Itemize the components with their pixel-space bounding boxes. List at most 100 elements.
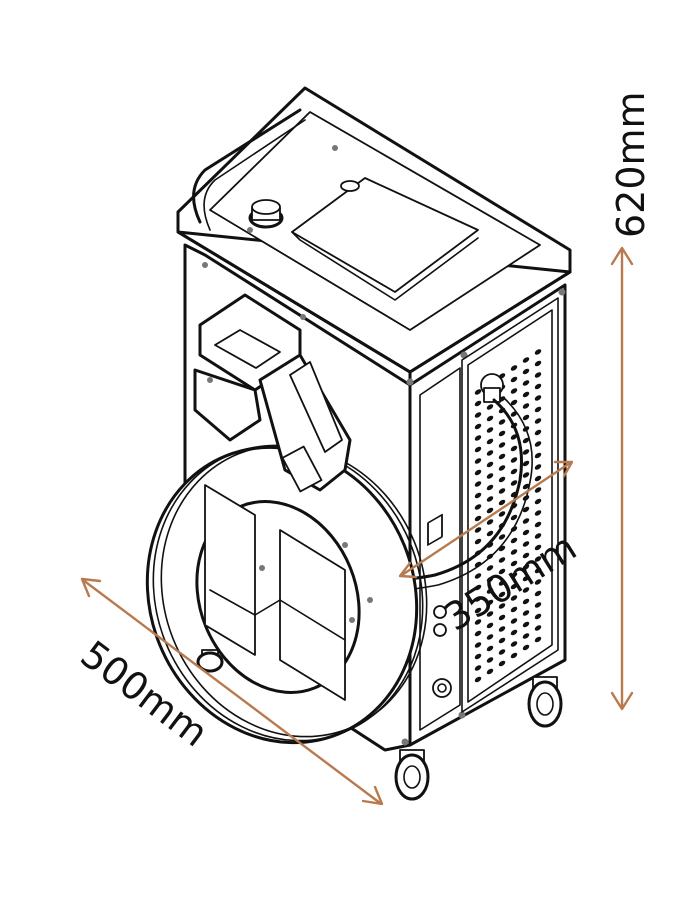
- vent-hole: [522, 598, 530, 605]
- vent-hole: [498, 476, 506, 483]
- vent-hole: [498, 534, 506, 540]
- vent-hole: [522, 552, 530, 559]
- vent-hole: [498, 603, 506, 609]
- vent-hole: [510, 411, 518, 417]
- vent-hole: [486, 427, 494, 433]
- vent-hole: [534, 533, 542, 539]
- vent-hole: [510, 618, 518, 624]
- vent-hole: [474, 538, 482, 545]
- vent-hole: [474, 665, 482, 671]
- vent-hole: [534, 441, 542, 447]
- vent-hole: [534, 602, 542, 608]
- vent-hole: [486, 668, 494, 675]
- vent-hole: [474, 653, 482, 660]
- vent-hole: [474, 504, 482, 510]
- vent-hole: [534, 625, 542, 631]
- vent-hole: [486, 611, 494, 617]
- vent-hole: [486, 507, 494, 514]
- vent-hole: [498, 637, 506, 644]
- vent-hole: [510, 514, 518, 521]
- vent-hole: [498, 511, 506, 517]
- vent-hole: [498, 430, 506, 437]
- vent-hole: [522, 437, 530, 444]
- vent-hole: [534, 636, 542, 643]
- vent-hole: [486, 496, 494, 502]
- vent-hole: [522, 518, 530, 524]
- height-label: 620mm: [609, 91, 653, 238]
- vent-hole: [474, 515, 482, 522]
- vent-hole: [474, 584, 482, 591]
- vent-hole: [474, 642, 482, 648]
- vent-hole: [486, 473, 494, 479]
- vent-hole: [534, 475, 542, 482]
- vent-hole: [498, 465, 506, 471]
- vent-hole: [510, 457, 518, 463]
- vent-hole: [486, 599, 494, 606]
- vent-hole: [474, 630, 482, 637]
- vent-hole: [522, 610, 530, 616]
- vent-hole: [522, 587, 530, 593]
- vent-hole: [498, 591, 506, 598]
- length-dimension-arrow: [80, 577, 384, 806]
- vent-hole: [510, 560, 518, 567]
- vent-hole: [534, 487, 542, 493]
- vent-hole: [534, 556, 542, 562]
- vent-hole: [486, 530, 494, 537]
- vent-hole: [498, 557, 506, 563]
- vent-hole: [510, 641, 518, 647]
- height-dimension-arrow: [610, 246, 634, 711]
- vent-hole: [522, 391, 530, 398]
- vent-hole: [534, 429, 542, 436]
- vent-hole: [486, 645, 494, 652]
- vent-hole: [498, 488, 506, 494]
- vent-hole: [510, 572, 518, 578]
- vent-hole: [486, 484, 494, 491]
- vent-hole: [534, 464, 542, 470]
- vent-hole: [498, 419, 506, 425]
- vent-hole: [522, 414, 530, 421]
- vent-hole: [522, 529, 530, 536]
- vent-hole: [510, 399, 518, 406]
- vent-hole: [534, 510, 542, 516]
- vent-hole: [522, 368, 530, 375]
- vent-hole: [498, 614, 506, 621]
- vent-hole: [486, 415, 494, 422]
- vent-hole: [522, 575, 530, 582]
- vent-hole: [486, 622, 494, 629]
- vent-hole: [498, 453, 506, 460]
- vent-hole: [498, 649, 506, 655]
- vent-hole: [510, 629, 518, 636]
- hose-icon: [398, 398, 524, 581]
- vent-hole: [474, 607, 482, 614]
- vent-hole: [498, 442, 506, 448]
- vent-hole: [510, 537, 518, 544]
- vent-hole: [474, 458, 482, 464]
- vent-hole: [510, 480, 518, 486]
- vent-hole: [498, 580, 506, 586]
- vent-hole: [534, 521, 542, 528]
- vent-hole: [486, 565, 494, 571]
- vent-hole: [474, 596, 482, 602]
- vent-hole: [486, 657, 494, 663]
- vent-hole: [486, 588, 494, 594]
- vent-hole: [486, 461, 494, 468]
- vent-hole: [522, 541, 530, 547]
- vent-hole: [534, 579, 542, 585]
- vent-hole: [498, 660, 506, 667]
- vent-hole: [486, 450, 494, 456]
- vent-hole: [510, 434, 518, 440]
- vent-hole: [534, 498, 542, 505]
- vent-hole: [522, 621, 530, 628]
- vent-hole: [522, 472, 530, 478]
- vent-hole: [522, 564, 530, 570]
- vent-hole: [474, 492, 482, 499]
- vent-panel-icon: [461, 297, 559, 713]
- vent-hole: [510, 388, 518, 394]
- vent-hole: [522, 483, 530, 490]
- vent-hole: [510, 583, 518, 590]
- vent-hole: [534, 418, 542, 424]
- vent-hole: [534, 395, 542, 401]
- wheel-icon: [196, 649, 563, 801]
- vent-hole: [474, 412, 482, 418]
- vent-hole: [486, 634, 494, 640]
